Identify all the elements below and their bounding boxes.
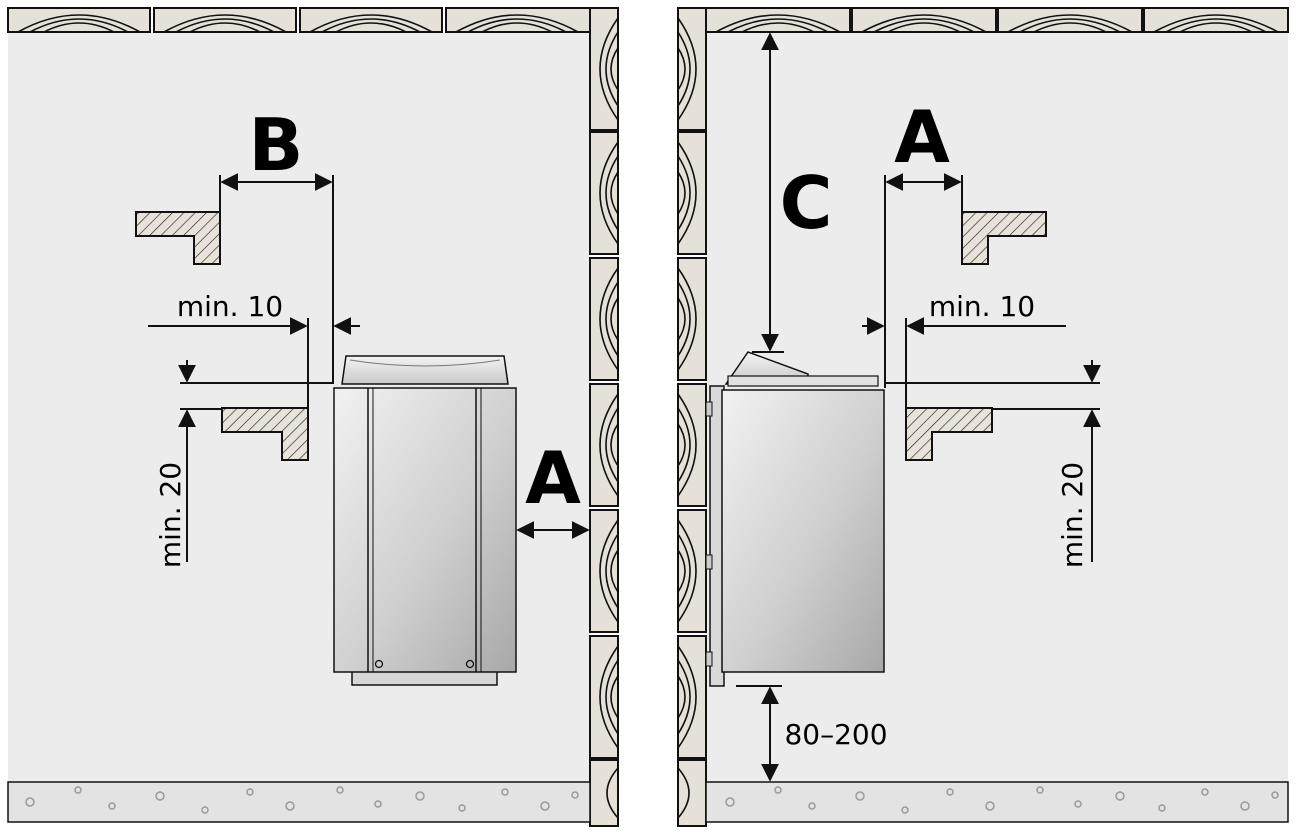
left-min-vertical: min. 20 <box>154 462 187 568</box>
left-label-b: B <box>249 103 304 187</box>
right-upper-bench <box>961 211 1047 265</box>
right-top-wall <box>705 7 1289 33</box>
right-floor-distance: 80–200 <box>784 718 887 751</box>
right-label-c: C <box>780 161 833 245</box>
right-heater <box>705 351 885 687</box>
left-view: B A min. 10 min. 20 <box>7 7 619 827</box>
right-floor <box>705 781 1289 823</box>
right-dimensions <box>736 32 1101 782</box>
right-min-horizontal: min. 10 <box>929 290 1035 323</box>
right-min-vertical: min. 20 <box>1056 462 1089 568</box>
left-label-a: A <box>525 436 581 520</box>
left-side-wall <box>589 7 619 827</box>
right-label-a: A <box>894 95 950 179</box>
left-dimensions <box>148 173 590 562</box>
right-side-wall <box>677 7 707 827</box>
left-heater <box>333 355 517 686</box>
left-top-wall <box>7 7 591 33</box>
left-min-horizontal: min. 10 <box>177 290 283 323</box>
right-view: A C min. 10 min. 20 80–200 <box>677 7 1289 827</box>
left-floor <box>7 781 591 823</box>
